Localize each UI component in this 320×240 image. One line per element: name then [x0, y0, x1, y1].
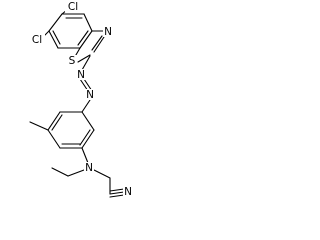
azo-linkage [79, 55, 93, 113]
atom-n-thiazole: N [103, 26, 113, 38]
atom-n-amine: N [84, 162, 94, 174]
atom-cl-left: Cl [30, 34, 45, 46]
ethyl-bond-1 [67, 169, 85, 177]
atom-s: S [67, 55, 77, 67]
atom-label-cl-top: Cl [68, 1, 78, 13]
double-bond-inner [79, 129, 91, 146]
bond [109, 188, 125, 192]
bond [81, 111, 95, 131]
atom-label-n-amine: N [85, 162, 93, 174]
atom-n-azo-1: N [76, 69, 86, 81]
bond [48, 30, 59, 49]
aniline-benzene-ring [47, 111, 95, 149]
atom-label-s: S [69, 55, 76, 67]
double-bond-inner [51, 114, 63, 131]
bond [81, 99, 91, 113]
bond-ring-to-amine [81, 147, 89, 164]
bond [47, 129, 61, 149]
bond [79, 30, 93, 49]
double-bond-inner [52, 30, 61, 45]
nitrile-triple-bond [109, 188, 125, 198]
ethyl-bond-2 [51, 167, 69, 177]
bond [109, 194, 125, 198]
bond [77, 54, 91, 63]
double-bond-inner [77, 30, 89, 46]
bond [81, 55, 91, 71]
bond [81, 129, 95, 149]
benzothiazole-benzene-ring [48, 13, 93, 49]
chemical-structure-drawing: Cl Cl S N N N N N [29, 1, 133, 198]
bond [48, 13, 63, 32]
atom-label-n-azo-2: N [86, 89, 94, 101]
atom-label-cl-left: Cl [32, 34, 42, 46]
propyl-bond-1 [93, 169, 111, 179]
methyl-group [29, 121, 49, 131]
atom-n-nitrile: N [123, 186, 133, 198]
double-bond-c-n [91, 35, 103, 51]
atom-label-n-nitrile: N [124, 186, 132, 198]
atom-label-n-thiazole: N [104, 26, 112, 38]
atom-label-n-azo-1: N [77, 69, 85, 81]
bond [47, 111, 61, 131]
atom-cl-top: Cl [65, 1, 80, 13]
structure-canvas: Cl Cl S N N N N N [0, 0, 134, 207]
atom-n-azo-2: N [85, 89, 95, 101]
bond [109, 191, 125, 195]
bond [83, 13, 93, 32]
